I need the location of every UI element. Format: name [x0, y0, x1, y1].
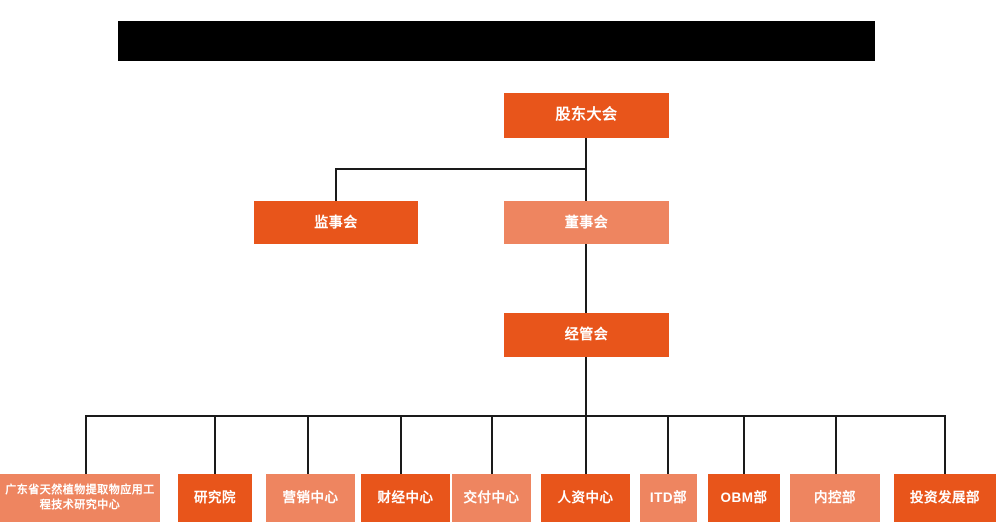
node-obm-dept-label: OBM部	[720, 489, 768, 505]
node-itd-dept-label: ITD部	[649, 489, 688, 505]
connector-to-supervisors	[335, 168, 337, 202]
node-shareholders-label: 股东大会	[555, 106, 618, 124]
connector-drop-itd-dept	[667, 415, 669, 474]
node-itd-dept[interactable]: ITD部	[640, 474, 697, 522]
node-institute[interactable]: 研究院	[178, 474, 252, 522]
node-research-center[interactable]: 广东省天然植物提取物应用工程技术研究中心	[0, 474, 160, 522]
connector-leaf-bus	[85, 415, 946, 417]
node-institute-label: 研究院	[194, 489, 236, 505]
node-management-label: 经管会	[564, 326, 609, 343]
node-shareholders[interactable]: 股东大会	[504, 93, 669, 138]
node-investment-development-dept[interactable]: 投资发展部	[894, 474, 996, 522]
redacted-title-bar	[118, 21, 875, 61]
connector-drop-research-center	[85, 415, 87, 474]
node-finance-center-label: 财经中心	[377, 489, 434, 505]
connector-drop-delivery-center	[491, 415, 493, 474]
node-supervisors[interactable]: 监事会	[254, 201, 418, 244]
node-internal-control-dept-label: 内控部	[814, 489, 856, 505]
node-management[interactable]: 经管会	[504, 313, 669, 357]
node-investment-development-dept-label: 投资发展部	[910, 489, 980, 505]
node-marketing-center-label: 营销中心	[282, 489, 339, 505]
node-research-center-label: 广东省天然植物提取物应用工程技术研究中心	[5, 484, 155, 511]
connector-drop-institute	[214, 415, 216, 474]
node-hr-center-label: 人资中心	[557, 489, 614, 505]
connector-drop-obm-dept	[743, 415, 745, 474]
connector-drop-internal-control-dept	[835, 415, 837, 474]
node-delivery-center[interactable]: 交付中心	[452, 474, 531, 522]
node-hr-center[interactable]: 人资中心	[541, 474, 630, 522]
node-directors-label: 董事会	[564, 213, 609, 230]
node-marketing-center[interactable]: 营销中心	[266, 474, 355, 522]
connector-shareholders-down	[585, 138, 587, 170]
connector-drop-marketing-center	[307, 415, 309, 474]
connector-to-directors	[585, 168, 587, 202]
node-directors[interactable]: 董事会	[504, 201, 669, 244]
node-obm-dept[interactable]: OBM部	[708, 474, 780, 522]
node-supervisors-label: 监事会	[314, 213, 358, 230]
connector-drop-finance-center	[400, 415, 402, 474]
node-finance-center[interactable]: 财经中心	[361, 474, 450, 522]
node-delivery-center-label: 交付中心	[463, 489, 520, 505]
node-internal-control-dept[interactable]: 内控部	[790, 474, 880, 522]
connector-drop-hr-center	[585, 415, 587, 474]
connector-management-down	[585, 357, 587, 416]
connector-drop-investment-development-dept	[944, 415, 946, 474]
connector-directors-to-management	[585, 243, 587, 313]
connector-level2-bus	[335, 168, 587, 170]
